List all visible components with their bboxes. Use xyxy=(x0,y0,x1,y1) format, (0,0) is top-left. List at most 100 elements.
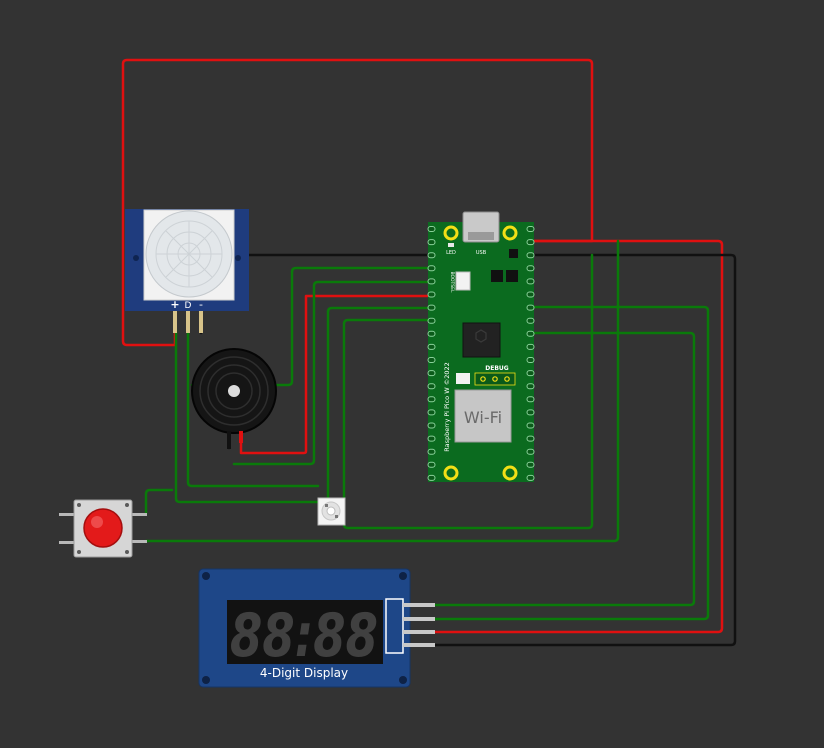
pico-pin[interactable] xyxy=(427,370,436,377)
mount-hole xyxy=(502,225,518,241)
wire-pir-vcc[interactable] xyxy=(121,58,594,347)
pico-pin[interactable] xyxy=(526,252,535,259)
rgb-led[interactable] xyxy=(317,497,346,526)
pico-pin[interactable] xyxy=(526,370,535,377)
rp2040-chip xyxy=(462,322,501,358)
buzzer-pin-pos[interactable] xyxy=(239,431,243,443)
mount-hole xyxy=(443,465,459,481)
pico-pin[interactable] xyxy=(427,422,436,429)
wire-pir-data[interactable] xyxy=(232,280,432,466)
wire-display-vcc[interactable] xyxy=(432,239,724,634)
pico-left-header xyxy=(427,226,436,481)
pico-pin[interactable] xyxy=(427,330,436,337)
pico-pin[interactable] xyxy=(427,291,436,298)
wifi-label: Wi-Fi xyxy=(464,408,502,427)
pico-pin[interactable] xyxy=(427,461,436,468)
pico-pin[interactable] xyxy=(427,357,436,363)
pico-pin[interactable] xyxy=(526,461,535,468)
usb-label: USB xyxy=(476,250,487,256)
wire-buzzer-signal[interactable] xyxy=(190,266,432,387)
pico-pin[interactable] xyxy=(526,343,535,350)
pir-pin-vcc[interactable] xyxy=(173,311,177,333)
raspberry-pi-pico-w[interactable]: LED USB BOOTSEL DEBUG Wi-Fi Raspberry Pi… xyxy=(427,211,535,482)
pico-pin[interactable] xyxy=(427,396,436,403)
pico-pin[interactable] xyxy=(526,265,535,272)
pico-pin[interactable] xyxy=(526,409,535,416)
pico-pin[interactable] xyxy=(427,409,436,416)
display-pin-dio[interactable] xyxy=(403,617,435,621)
pico-pin[interactable] xyxy=(526,330,535,337)
pico-pin[interactable] xyxy=(427,304,436,311)
onboard-led xyxy=(448,243,454,247)
pico-pin[interactable] xyxy=(526,474,535,481)
pico-pin[interactable] xyxy=(526,422,535,429)
pico-pin[interactable] xyxy=(427,343,436,350)
pico-pin[interactable] xyxy=(427,239,436,246)
pir-pin-label-gnd: - xyxy=(199,298,203,311)
bootsel-button[interactable] xyxy=(455,271,471,291)
raspberry-logo-icon xyxy=(475,329,487,343)
pico-pin[interactable] xyxy=(427,435,436,442)
pico-pin[interactable] xyxy=(427,226,436,232)
display-header xyxy=(385,598,404,654)
button-cap[interactable] xyxy=(83,508,123,548)
wire-button-out1[interactable] xyxy=(144,488,174,516)
display-pin-gnd[interactable] xyxy=(403,643,435,647)
pico-pin[interactable] xyxy=(526,304,535,311)
led-label: LED xyxy=(446,250,456,256)
pico-pin[interactable] xyxy=(427,265,436,272)
wire-display-dio[interactable] xyxy=(432,331,696,607)
wire-display-clk[interactable] xyxy=(432,305,710,621)
pico-pin[interactable] xyxy=(427,252,436,259)
board-label: Raspberry Pi Pico W ©2022 xyxy=(443,362,451,452)
smd-component xyxy=(509,249,518,258)
pico-pin[interactable] xyxy=(427,317,436,324)
pico-pin[interactable] xyxy=(427,448,436,455)
pico-pin[interactable] xyxy=(526,448,535,455)
pico-pin[interactable] xyxy=(526,383,535,390)
display-pin-clk[interactable] xyxy=(403,603,435,607)
wifi-module xyxy=(454,389,512,443)
pico-right-header xyxy=(526,226,535,481)
smd-component xyxy=(506,270,518,282)
display-pin-vcc[interactable] xyxy=(403,630,435,634)
pico-pin[interactable] xyxy=(526,357,535,363)
piezo-buzzer[interactable] xyxy=(191,348,277,449)
pico-pin[interactable] xyxy=(427,474,436,481)
pico-pin[interactable] xyxy=(526,435,535,442)
wire-led-power[interactable] xyxy=(342,253,594,530)
push-button[interactable] xyxy=(59,499,147,558)
four-digit-display[interactable]: 88:88 4-Digit Display xyxy=(198,568,435,688)
pico-pin[interactable] xyxy=(427,383,436,390)
pico-pin[interactable] xyxy=(526,239,535,246)
pir-pin-label-vcc: + xyxy=(170,298,179,311)
pico-pin[interactable] xyxy=(526,226,535,232)
debug-label: DEBUG xyxy=(485,365,509,372)
bootsel-label: BOOTSEL xyxy=(449,271,455,293)
buzzer-center xyxy=(228,385,240,397)
pir-pin-label-data: D xyxy=(185,301,192,311)
wire-buzzer-pos[interactable] xyxy=(239,294,432,455)
smd-component xyxy=(456,373,470,384)
display-digits: 88:88 xyxy=(230,601,378,671)
display-screen xyxy=(227,600,383,664)
pico-pin[interactable] xyxy=(427,278,436,285)
display-label: 4-Digit Display xyxy=(260,666,348,680)
pir-fresnel-pattern xyxy=(155,220,223,288)
pico-pin[interactable] xyxy=(526,396,535,403)
mount-hole xyxy=(443,225,459,241)
pir-pin-data[interactable] xyxy=(186,311,190,333)
debug-header xyxy=(474,372,516,386)
pir-motion-sensor[interactable]: + D - xyxy=(125,209,249,333)
pico-pin[interactable] xyxy=(526,317,535,324)
pico-pin[interactable] xyxy=(526,278,535,285)
mount-hole xyxy=(502,465,518,481)
wire-button-signal[interactable] xyxy=(186,328,320,488)
pir-pin-gnd[interactable] xyxy=(199,311,203,333)
wire-button-out2[interactable] xyxy=(144,239,620,543)
buzzer-pin-neg[interactable] xyxy=(227,431,231,449)
pico-pin[interactable] xyxy=(526,291,535,298)
smd-component xyxy=(491,270,503,282)
